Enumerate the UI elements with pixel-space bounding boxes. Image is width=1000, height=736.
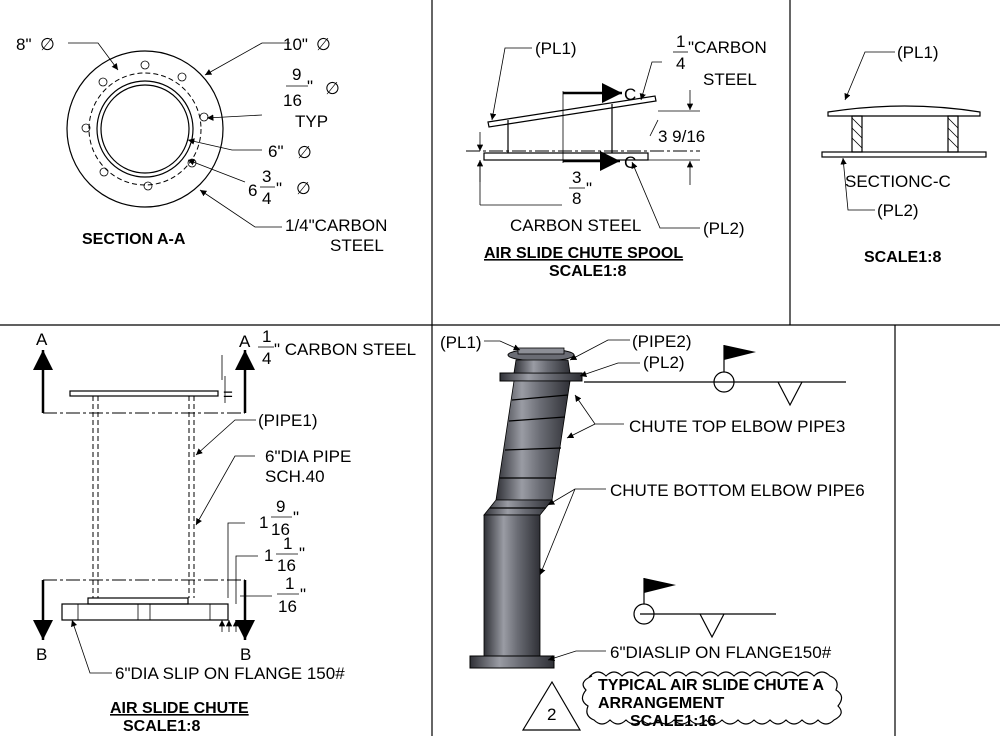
section-cc-label: SECTIONC-C (845, 172, 951, 191)
thk-den: 4 (676, 54, 685, 73)
d3-num: 1 (285, 574, 294, 593)
gap-den: 8 (572, 189, 581, 208)
bolt-circle-dim: 8" (16, 35, 32, 54)
d2-den: 16 (277, 556, 296, 575)
flange-outer-circle (66, 50, 224, 208)
pl2-label: (PL2) (877, 201, 919, 220)
bottom-flange (469, 655, 555, 669)
gap-unit: " (586, 179, 592, 198)
bottom-plate-section (821, 151, 987, 158)
pipe-desc-1: 6"DIA PIPE (265, 447, 351, 466)
spool-view: C C 3 9/16 3 8 " (PL1) 1 4 "CARBON STEEL… (466, 32, 767, 280)
pipe-outer-circle (96, 80, 194, 178)
thk-text: "CARBON (688, 38, 767, 57)
diameter-symbol: ∅ (316, 35, 331, 54)
pipe2-label: (PIPE2) (632, 332, 692, 351)
pl1-label: (PL1) (897, 43, 939, 62)
section-aa-title: SECTION A-A (82, 231, 186, 248)
pipe-inner-circle (100, 84, 190, 174)
arrangement-view: (PL1) (PIPE2) (PL2) CHUTE TOP ELBOW PIPE… (440, 332, 865, 731)
diameter-symbol: ∅ (297, 143, 312, 162)
od-whole: 6 (248, 181, 257, 200)
cut-a-right: A (239, 332, 251, 351)
spool-material: CARBON STEEL (510, 216, 641, 235)
bolt-circle (88, 72, 202, 186)
arrangement-title-2: ARRANGEMENT (598, 695, 724, 712)
arrangement-scale: SCALE1:16 (630, 713, 716, 730)
diameter-symbol: ∅ (40, 35, 55, 54)
section-aa-view: 8" ∅ 10" ∅ 9 16 " ∅ TYP 6" ∅ 6 3 4 " ∅ 1… (16, 35, 387, 255)
tilted-plate (487, 95, 657, 128)
cut-c-bottom: C (624, 153, 636, 172)
d3-den: 16 (278, 597, 297, 616)
section-cc-view: (PL1) SECTIONC-C (PL2) SCALE1:8 (821, 43, 987, 266)
hole-dim-unit: " (307, 77, 313, 96)
cut-a-left: A (36, 330, 48, 349)
gap-num: 3 (572, 168, 581, 187)
od-den: 4 (262, 189, 271, 208)
d1-den: 16 (271, 520, 290, 539)
od-num: 3 (262, 167, 271, 186)
bottom-elbow-label: CHUTE BOTTOM ELBOW PIPE6 (610, 481, 865, 500)
flange-od-dim: 10" (283, 35, 308, 54)
top-elbow-label: CHUTE TOP ELBOW PIPE3 (629, 417, 845, 436)
thk-num: 1 (676, 32, 685, 51)
d1-whole: 1 (259, 513, 268, 532)
diameter-symbol: ∅ (325, 79, 340, 98)
pipe-id-dim: 6" (268, 142, 284, 161)
d1-unit: " (293, 508, 299, 527)
cut-c-top: C (624, 85, 636, 104)
cut-b-right: B (240, 645, 251, 664)
spool-scale: SCALE1:8 (549, 263, 626, 280)
diameter-symbol: ∅ (296, 179, 311, 198)
d2-num: 1 (283, 534, 292, 553)
section-cc-scale: SCALE1:8 (864, 249, 941, 266)
d2-unit: " (299, 544, 305, 563)
top-plate-section (827, 105, 981, 117)
d1-num: 9 (276, 497, 285, 516)
flange-label: 6"DIA SLIP ON FLANGE 150# (115, 664, 345, 683)
bottom-straight-pipe (483, 514, 541, 657)
pl2-label: (PL2) (643, 353, 685, 372)
od-unit: " (276, 179, 282, 198)
top-plate (69, 390, 219, 397)
revision-number: 2 (547, 705, 556, 724)
pl2-label: (PL2) (703, 219, 745, 238)
material-line-1: 1/4"CARBON (285, 216, 387, 235)
pipe1-label: (PIPE1) (258, 411, 318, 430)
top-thk-text: " CARBON STEEL (274, 340, 416, 359)
pl1-label: (PL1) (440, 333, 482, 352)
d2-whole: 1 (264, 546, 273, 565)
pipe-desc-2: SCH.40 (265, 467, 325, 486)
hole-dim-den: 16 (283, 91, 302, 110)
chute-scale: SCALE1:8 (123, 718, 200, 735)
arrangement-title-1: TYPICAL AIR SLIDE CHUTE A (598, 677, 825, 694)
top-thk-den: 4 (262, 349, 271, 368)
spool-height-dim: 3 9/16 (658, 127, 705, 146)
chute-title: AIR SLIDE CHUTE (110, 700, 249, 717)
equal-sign: = (223, 385, 233, 404)
spool-title: AIR SLIDE CHUTE SPOOL (484, 245, 683, 262)
hole-dim-num: 9 (292, 65, 301, 84)
cut-b-left: B (36, 645, 47, 664)
typ-label: TYP (295, 112, 328, 131)
top-elbow-pipe (495, 380, 571, 501)
chute-elevation-view: A A = B B 1 4 (33, 327, 416, 735)
pl1-label: (PL1) (535, 39, 577, 58)
slip-on-flange (61, 603, 229, 621)
d3-unit: " (300, 585, 306, 604)
thk-text-2: STEEL (703, 70, 757, 89)
pl2-plate (499, 372, 583, 382)
flange-label: 6"DIASLIP ON FLANGE150# (610, 643, 832, 662)
revision-triangle (521, 680, 582, 731)
revision-cloud (581, 671, 843, 725)
material-line-2: STEEL (330, 236, 384, 255)
top-thk-num: 1 (262, 327, 271, 346)
